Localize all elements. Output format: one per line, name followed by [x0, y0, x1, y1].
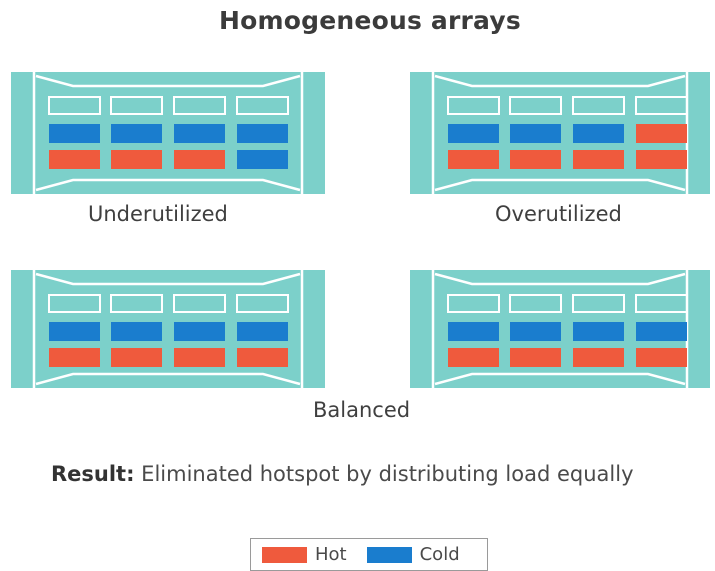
empty-drive-slot	[509, 96, 562, 115]
empty-drive-slot	[447, 96, 500, 115]
array-top-contour	[35, 272, 301, 286]
array-label-underutilized: Underutilized	[88, 202, 228, 226]
empty-drive-slot	[447, 294, 500, 313]
hot-drive	[111, 150, 162, 169]
empty-drive-slot	[635, 96, 688, 115]
cold-drive	[510, 322, 561, 341]
legend-item-cold: Cold	[366, 544, 460, 565]
array-top-contour	[434, 74, 686, 88]
cold-drive	[510, 124, 561, 143]
empty-drive-slot	[236, 294, 289, 313]
hot-drive	[49, 348, 100, 367]
result-text: Eliminated hotspot by distributing load …	[134, 462, 634, 486]
hot-drive	[49, 150, 100, 169]
legend-hot-label: Hot	[315, 544, 347, 565]
storage-array-underutilized	[11, 72, 325, 194]
hot-drive	[448, 150, 499, 169]
cold-drive	[111, 124, 162, 143]
cold-drive	[174, 124, 225, 143]
empty-drive-slot	[572, 96, 625, 115]
array-bottom-contour	[35, 178, 301, 192]
cold-drive	[237, 322, 288, 341]
empty-drive-slot	[572, 294, 625, 313]
cold-drive	[636, 322, 687, 341]
legend-item-hot: Hot	[262, 544, 347, 565]
hot-drive	[573, 150, 624, 169]
hot-drive	[237, 348, 288, 367]
cold-drive	[111, 322, 162, 341]
hot-drive	[636, 150, 687, 169]
hot-drive	[174, 150, 225, 169]
hot-drive	[111, 348, 162, 367]
array-bottom-contour	[434, 372, 686, 386]
hot-drive	[510, 150, 561, 169]
empty-drive-slot	[173, 96, 226, 115]
cold-drive	[448, 322, 499, 341]
cold-drive	[573, 124, 624, 143]
empty-drive-slot	[236, 96, 289, 115]
empty-drive-slot	[110, 294, 163, 313]
array-label-balanced: Balanced	[313, 398, 411, 422]
legend-cold-label: Cold	[419, 544, 460, 565]
cold-drive	[49, 124, 100, 143]
array-label-overutilized: Overutilized	[495, 202, 622, 226]
hot-drive	[636, 348, 687, 367]
legend: Hot Cold	[250, 538, 488, 571]
cold-drive	[49, 322, 100, 341]
empty-drive-slot	[509, 294, 562, 313]
empty-drive-slot	[48, 96, 101, 115]
cold-swatch	[366, 546, 412, 563]
empty-drive-slot	[173, 294, 226, 313]
storage-array-balanced-left	[11, 270, 325, 388]
cold-drive	[237, 124, 288, 143]
cold-drive	[573, 322, 624, 341]
result-prefix: Result:	[51, 462, 135, 486]
cold-drive	[174, 322, 225, 341]
array-bottom-contour	[35, 372, 301, 386]
hot-drive	[510, 348, 561, 367]
hot-drive	[636, 124, 687, 143]
hot-drive	[573, 348, 624, 367]
cold-drive	[448, 124, 499, 143]
hot-drive	[174, 348, 225, 367]
empty-drive-slot	[635, 294, 688, 313]
array-top-contour	[35, 74, 301, 88]
array-top-contour	[434, 272, 686, 286]
hot-swatch	[262, 546, 307, 563]
storage-array-balanced-right	[410, 270, 710, 388]
empty-drive-slot	[110, 96, 163, 115]
cold-drive	[237, 150, 288, 169]
storage-array-overutilized	[410, 72, 710, 194]
hot-drive	[448, 348, 499, 367]
empty-drive-slot	[48, 294, 101, 313]
diagram-title: Homogeneous arrays	[219, 6, 521, 35]
result-statement: Result: Eliminated hotspot by distributi…	[51, 462, 634, 486]
array-bottom-contour	[434, 178, 686, 192]
